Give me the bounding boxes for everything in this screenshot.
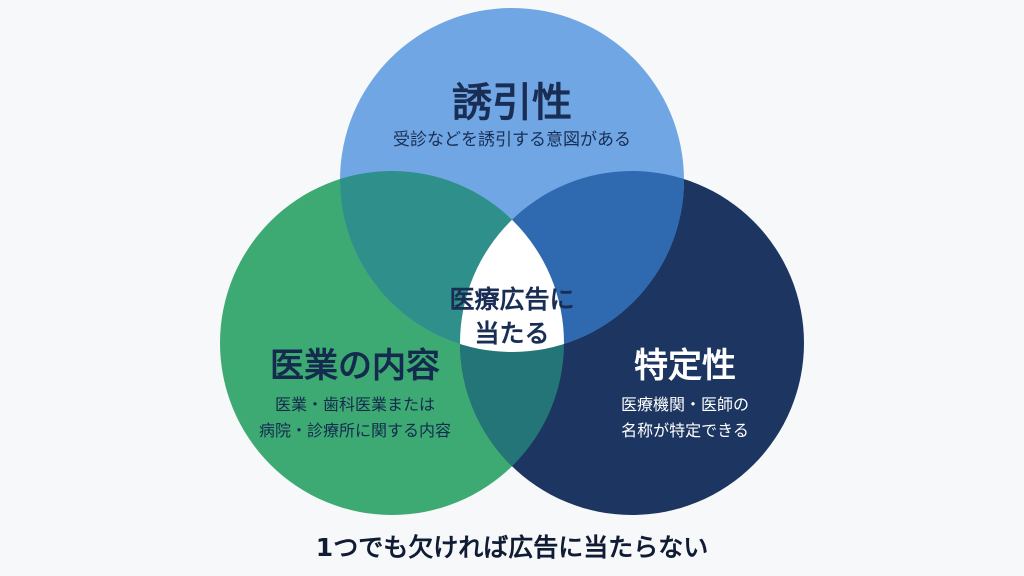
left-circle-labels: 医業の内容 医業・歯科医業または 病院・診療所に関する内容 [210, 0, 500, 576]
title-identifiability: 特定性 [634, 346, 736, 386]
title-attraction: 誘引性 [452, 80, 572, 126]
center-labels: 医療広告に 当たる [412, 0, 612, 576]
description-identifiability-line-2: 名称が特定できる [621, 421, 749, 440]
description-identifiability: 医療機関・医師の 名称が特定できる [545, 392, 825, 444]
title-medical-content: 医業の内容 [270, 346, 440, 386]
footer-note: 1つでも欠ければ広告に当たらない [315, 533, 709, 562]
description-attraction: 受診などを誘引する意図がある [393, 130, 631, 150]
top-circle-labels: 誘引性 受診などを誘引する意図がある [342, 0, 682, 576]
center-line-1: 医療広告に [449, 285, 575, 314]
description-medical-line-1: 医業・歯科医業または [274, 395, 435, 414]
description-medical-content: 医業・歯科医業または 病院・診療所に関する内容 [210, 392, 500, 444]
center-conclusion: 医療広告に 当たる [412, 283, 612, 351]
center-line-2: 当たる [474, 319, 550, 348]
description-identifiability-line-1: 医療機関・医師の [620, 395, 749, 414]
description-medical-line-2: 病院・診療所に関する内容 [258, 421, 451, 440]
right-circle-labels: 特定性 医療機関・医師の 名称が特定できる [545, 0, 825, 576]
